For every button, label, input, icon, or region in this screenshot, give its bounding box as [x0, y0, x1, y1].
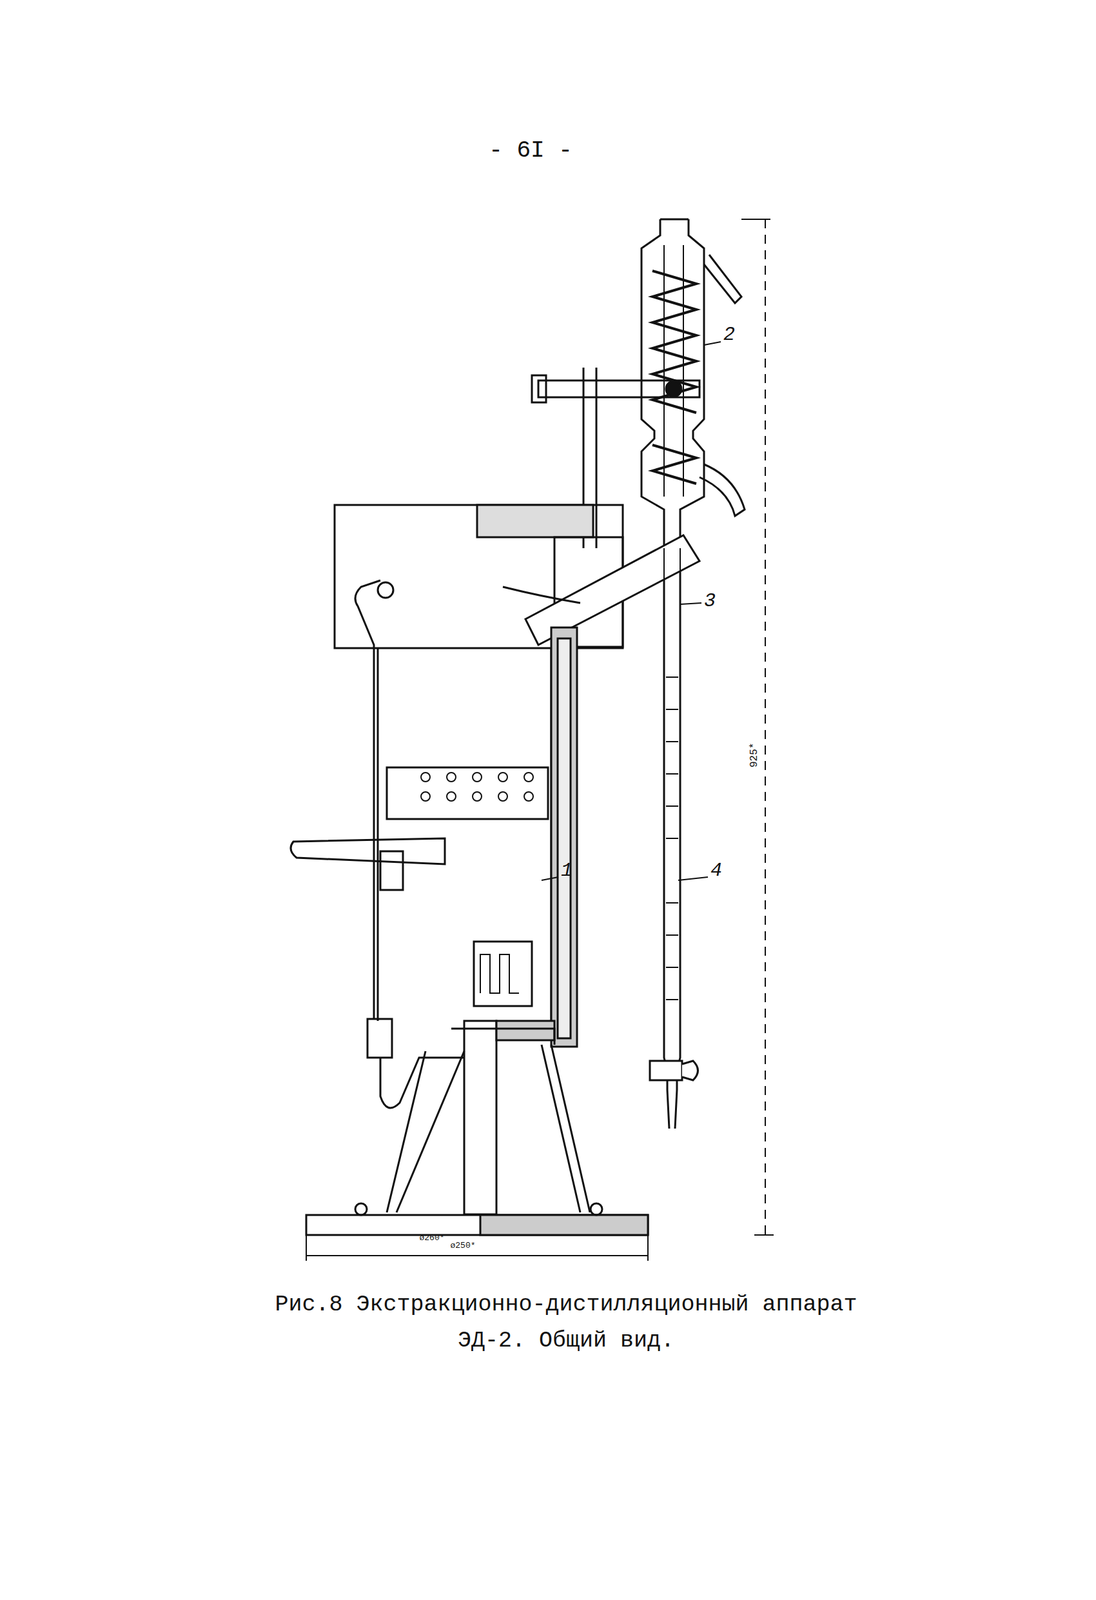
- callout-number: 1: [560, 860, 573, 882]
- dimension-label: ø250*: [450, 1241, 476, 1251]
- dimension-label: ø260*: [419, 1233, 445, 1243]
- callout-number: 4: [710, 860, 723, 882]
- page-number: - 6I -: [488, 137, 573, 164]
- figure-caption: Рис.8 Экстракционно-дистилляционный аппа…: [250, 1286, 882, 1359]
- callout-number: 3: [704, 590, 716, 612]
- dimension-label: 925*: [749, 742, 761, 768]
- callout-number: 2: [723, 324, 735, 346]
